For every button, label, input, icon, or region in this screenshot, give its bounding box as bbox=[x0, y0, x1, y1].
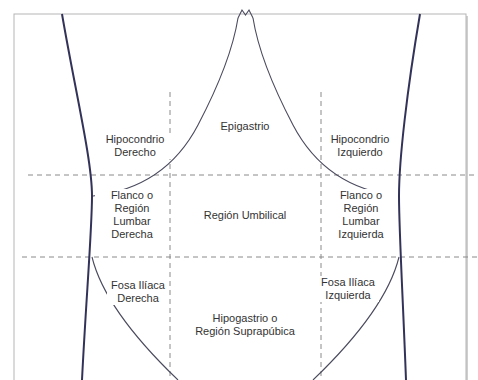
region-label: Flanco o Región Lumbar Izquierda bbox=[324, 189, 398, 241]
region-label: Flanco o Región Lumbar Derecha bbox=[95, 189, 169, 241]
frame bbox=[14, 14, 466, 380]
region-label: Fosa Ilíaca Izquierda bbox=[317, 276, 379, 302]
body-outline bbox=[62, 14, 420, 380]
region-label: Hipocondrio Izquierdo bbox=[324, 133, 396, 159]
region-label: Región Umbilical bbox=[195, 209, 295, 222]
region-label: Epigastrio bbox=[205, 120, 285, 133]
right-body-side bbox=[62, 14, 92, 380]
upper-horizontal-dashed-line bbox=[28, 175, 478, 176]
region-label: Hipocondrio Derecho bbox=[99, 133, 171, 159]
left-inguinal-line bbox=[313, 257, 399, 380]
anatomy-lines bbox=[92, 10, 399, 380]
region-label: Fosa Ilíaca Derecha bbox=[107, 279, 169, 305]
left-body-side bbox=[399, 14, 420, 380]
right-vertical-dashed-line bbox=[321, 92, 322, 380]
right-inguinal-line bbox=[92, 257, 178, 380]
lower-horizontal-dashed-line bbox=[22, 257, 478, 258]
right-costal-margin bbox=[93, 18, 238, 196]
left-costal-margin bbox=[253, 18, 398, 196]
region-label: Hipogastrio o Región Suprapúbica bbox=[193, 312, 297, 338]
xiphoid-notch bbox=[238, 10, 253, 18]
